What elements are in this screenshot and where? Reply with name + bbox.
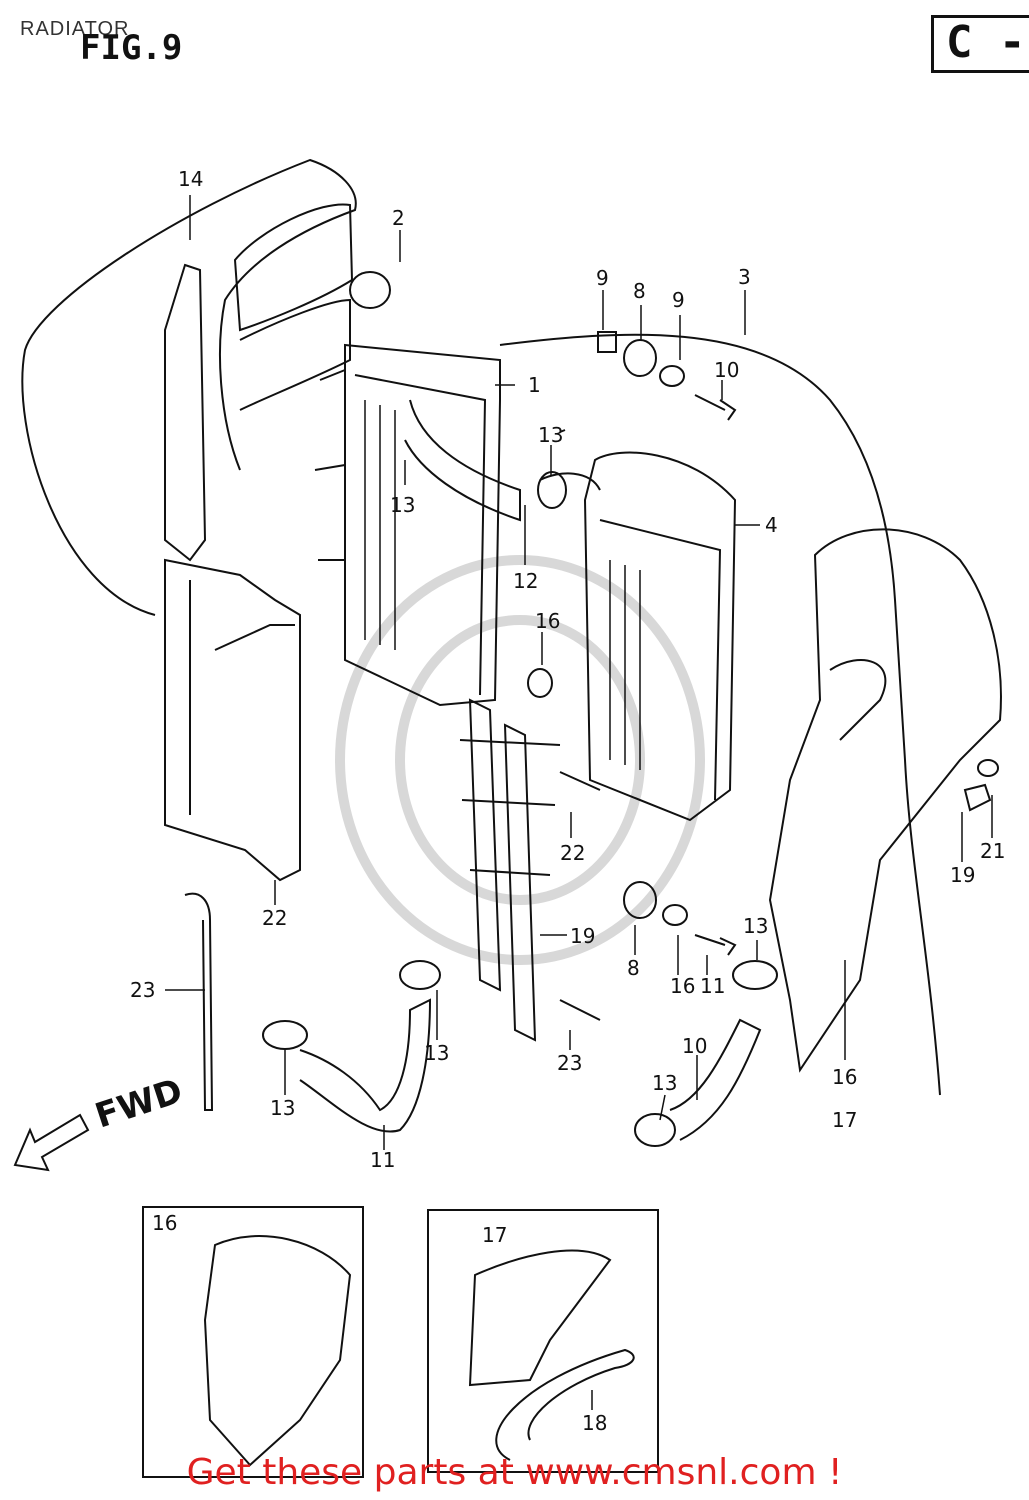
radiator-shroud-right xyxy=(768,528,1002,1073)
callout-20: 21 xyxy=(980,839,1005,863)
inset-18-label: 18 xyxy=(582,1411,607,1435)
callout-5-bottom: 8 xyxy=(627,956,640,980)
callout-9-top: 16 xyxy=(535,609,560,633)
section-code: C - xyxy=(946,17,1026,68)
callout-7: 9 xyxy=(672,288,685,312)
callout-8-bottom: 11 xyxy=(700,974,725,998)
inset-16-label: 16 xyxy=(152,1211,177,1235)
callout-17: 17 xyxy=(832,1108,857,1132)
callout-22-bottom: 23 xyxy=(557,1051,582,1075)
callout-23: 23 xyxy=(130,978,155,1002)
forward-arrow: FWD xyxy=(13,1071,187,1172)
callout-3: 3 xyxy=(738,265,751,289)
cta-link[interactable]: Get these parts at www.cmsnl.com ! xyxy=(186,1452,843,1493)
callout-13-f: 13 xyxy=(652,1071,677,1095)
callout-16: 16 xyxy=(832,1065,857,1089)
callout-13-d: 13 xyxy=(424,1041,449,1065)
seal-strips xyxy=(459,698,561,1042)
radiator-guard-left xyxy=(164,558,301,882)
section-box xyxy=(931,15,1029,73)
small-hardware xyxy=(184,331,999,1111)
callout-labels: 14 2 9 8 9 3 10 1 13 13 12 4 16 22 22 19… xyxy=(130,167,1005,1172)
fwd-label: FWD xyxy=(90,1071,187,1137)
hose-lower-left xyxy=(299,998,432,1133)
figure-label: FIG.9 xyxy=(80,28,183,68)
inset-17-label: 17 xyxy=(482,1223,507,1247)
callout-13-a: 13 xyxy=(538,423,563,447)
callout-10: 10 xyxy=(682,1034,707,1058)
callout-13-e: 13 xyxy=(270,1096,295,1120)
leader-lines xyxy=(165,195,993,1150)
callout-6: 9 xyxy=(596,266,609,290)
callout-14: 14 xyxy=(178,167,203,191)
page-title: RADIATOR xyxy=(20,18,130,40)
callout-22-top: 22 xyxy=(560,841,585,865)
hose-clamps xyxy=(262,471,778,1147)
callout-2: 2 xyxy=(392,206,405,230)
callout-9-bottom: 16 xyxy=(670,974,695,998)
callout-11: 11 xyxy=(370,1148,395,1172)
callout-21: 22 xyxy=(262,906,287,930)
callout-19-right: 19 xyxy=(950,863,975,887)
callout-1: 1 xyxy=(528,373,541,397)
callout-13-c: 13 xyxy=(743,914,768,938)
radiator-shroud-left xyxy=(21,158,357,616)
callout-13-b: 13 xyxy=(390,493,415,517)
callout-12: 12 xyxy=(513,569,538,593)
overflow-hose xyxy=(499,333,941,1096)
radiator-left xyxy=(314,271,521,707)
inset-decal-16: 16 xyxy=(142,1206,364,1478)
hose-lower-right xyxy=(669,1018,762,1141)
radiator-right xyxy=(539,451,737,822)
callout-5-top: 8 xyxy=(633,279,646,303)
callout-8-top: 10 xyxy=(714,358,739,382)
callout-19-center: 19 xyxy=(570,924,595,948)
watermark xyxy=(335,555,705,965)
callout-4: 4 xyxy=(765,513,778,537)
inset-decal-17: 17 18 xyxy=(427,1209,659,1473)
